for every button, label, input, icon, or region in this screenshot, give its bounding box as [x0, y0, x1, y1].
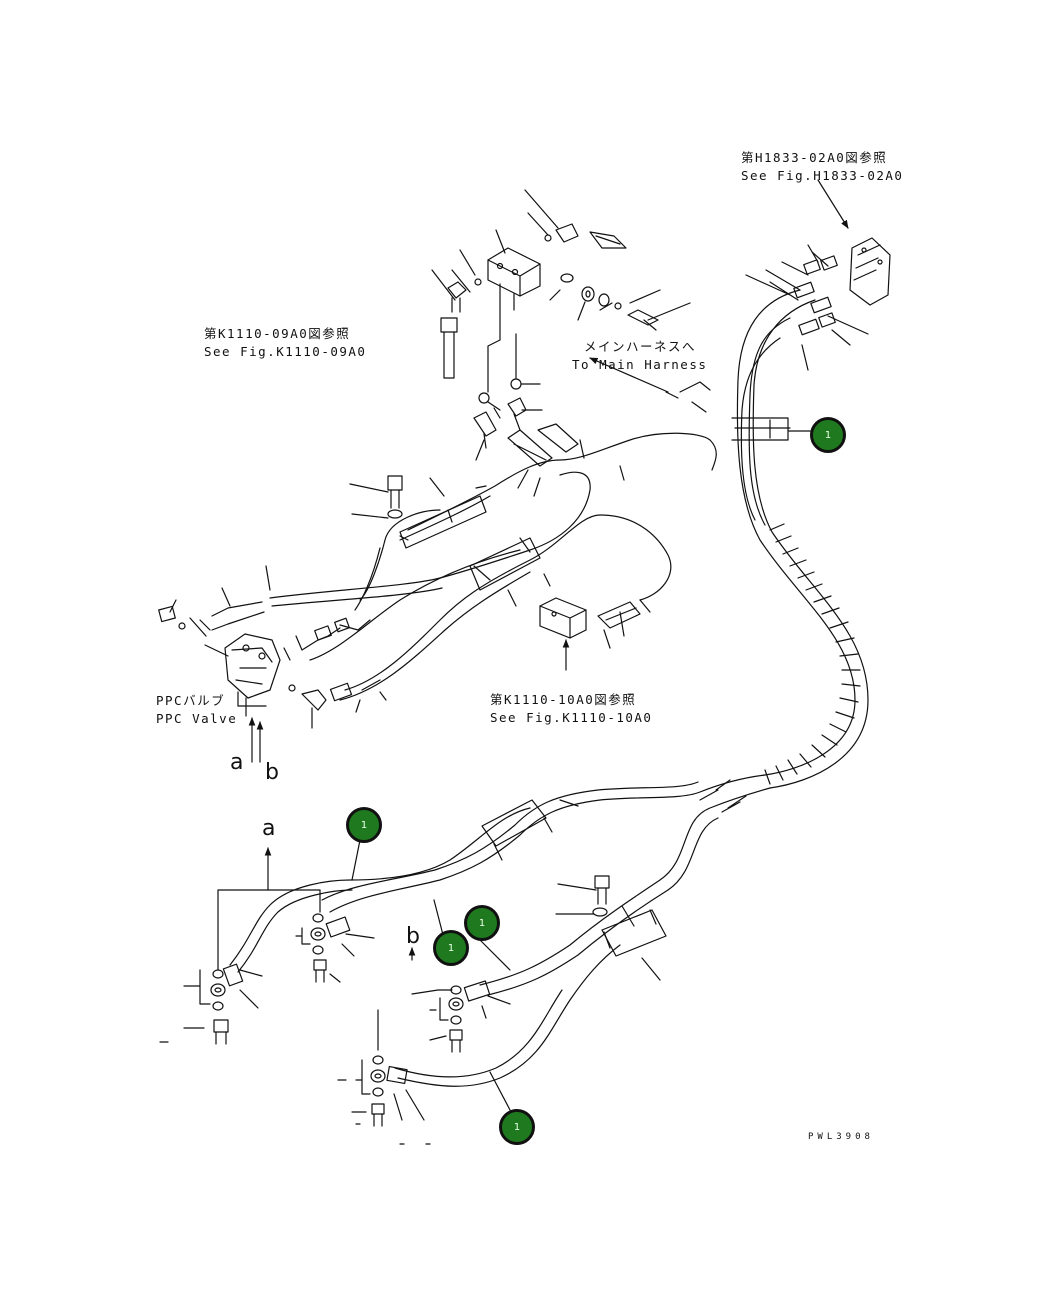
ref-k1110-10-en: See Fig.K1110-10A0	[490, 710, 653, 725]
clamp-plates-upper	[399, 485, 541, 591]
harness-bundle	[736, 289, 869, 789]
mid-fittings	[473, 397, 579, 467]
drawing-code: PWL3908	[808, 1132, 874, 1142]
clamp-plates-lower	[481, 779, 747, 957]
ppc-valve-en: PPC Valve	[156, 711, 238, 726]
ref-k1110-09-en: See Fig.K1110-09A0	[204, 344, 367, 359]
flow-label-b-lower: b	[406, 924, 420, 949]
flow-label-a-lower: a	[262, 816, 276, 841]
callout-1-hose-mid[interactable]: 1	[464, 905, 500, 941]
ref-k1110-10-jp: 第K1110-10A0図参照	[490, 692, 637, 707]
valve-block-upper-right	[849, 237, 891, 306]
top-fittings	[440, 223, 659, 379]
callout-1-harness[interactable]: 1	[810, 417, 846, 453]
flow-label-b-ppc: b	[265, 760, 279, 785]
small-valve-block	[539, 597, 587, 639]
ppc-valve-jp: PPCバルブ	[156, 693, 226, 708]
flow-label-a-ppc: a	[230, 750, 244, 775]
callout-1-hose-b[interactable]: 1	[433, 930, 469, 966]
main-harness-jp: メインハーネスへ	[584, 339, 697, 354]
ref-h1833-jp: 第H1833-02A0図参照	[741, 150, 888, 165]
ppc-valve	[224, 633, 281, 717]
ref-k1110-09-jp: 第K1110-09A0図参照	[204, 326, 351, 341]
callout-1-hose-a[interactable]: 1	[346, 807, 382, 843]
callout-1-hose-lower[interactable]: 1	[499, 1109, 535, 1145]
lower-hose-routing	[229, 774, 771, 1087]
upper-hose-routing	[269, 432, 717, 701]
top-valve-block	[487, 247, 541, 297]
ref-h1833-en: See Fig.H1833-02A0	[741, 168, 904, 183]
main-harness-en: To Main Harness	[572, 357, 708, 372]
harness-connectors	[793, 255, 838, 336]
